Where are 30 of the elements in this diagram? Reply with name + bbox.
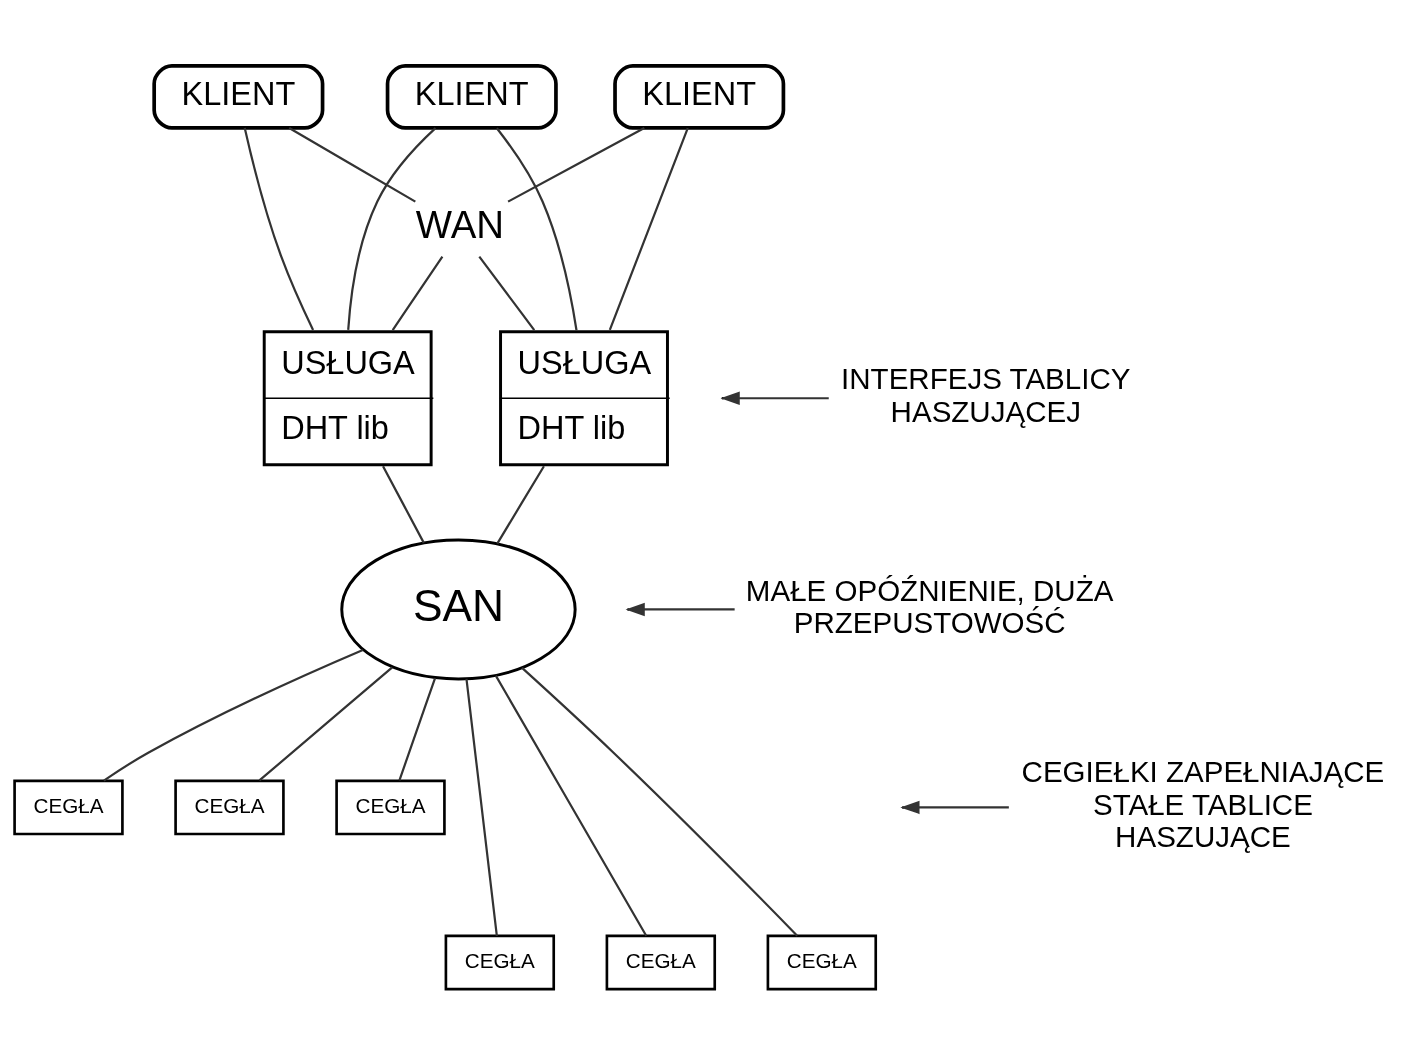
- connector: [496, 465, 545, 545]
- connector: [496, 127, 578, 331]
- node-box: CEGŁA: [174, 779, 285, 836]
- connector: [465, 678, 498, 936]
- node-text: CEGIEŁKI ZAPEŁNIAJĄCE STAŁE TABLICE HASZUJĄCE: [1021, 755, 1385, 854]
- node-box: KLIENT: [613, 64, 786, 130]
- node-box: KLIENT: [152, 64, 325, 130]
- node-box: CEGŁA: [444, 934, 556, 991]
- connector: [398, 677, 437, 781]
- connector: [608, 127, 689, 331]
- node-text: INTERFEJS TABLICY HASZUJĄCEJ: [841, 362, 1131, 428]
- connector: [288, 127, 416, 203]
- connector: [521, 667, 798, 937]
- node-box: KLIENT: [385, 64, 558, 130]
- node-ellipse: SAN: [340, 538, 577, 681]
- connector: [478, 255, 536, 331]
- node-box: CEGŁA: [13, 779, 124, 836]
- node-text: WAN: [415, 203, 505, 247]
- node-box: CEGŁA: [605, 934, 717, 991]
- connector: [103, 648, 364, 782]
- connector: [382, 465, 425, 544]
- connector: [347, 127, 437, 330]
- node-box: CEGŁA: [335, 779, 446, 836]
- connector: [258, 666, 393, 782]
- node-box: CEGŁA: [766, 934, 878, 991]
- connector: [507, 127, 645, 203]
- connector: [391, 255, 444, 331]
- connector: [243, 127, 315, 331]
- node-text: MAŁE OPÓŹNIENIE, DUŻA PRZEPUSTOWOŚĆ: [745, 573, 1114, 640]
- connector: [494, 675, 648, 937]
